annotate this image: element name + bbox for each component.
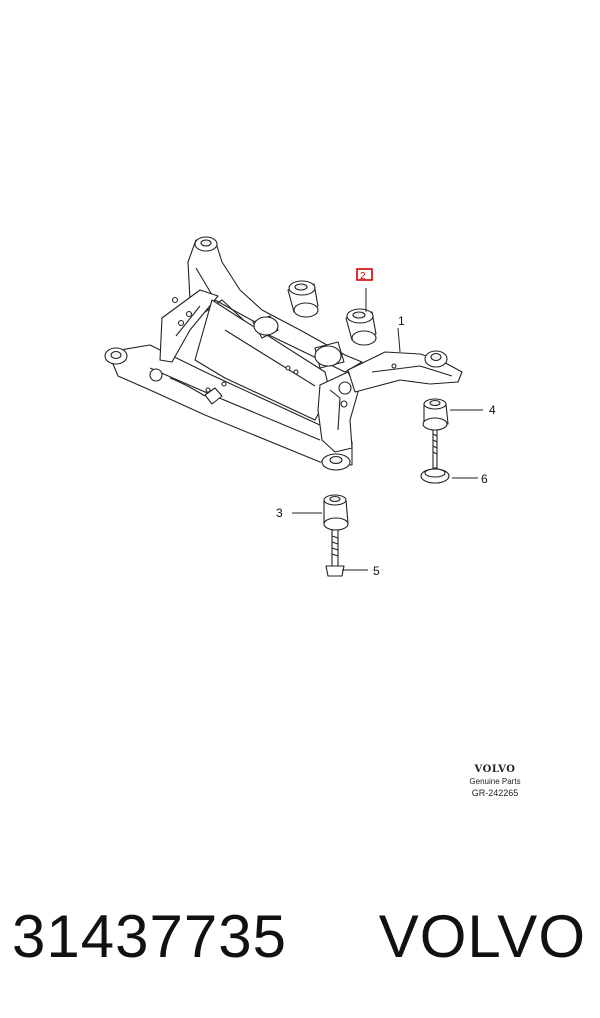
bolt-part-5 [325, 529, 345, 577]
bushing-part-4 [422, 398, 449, 431]
callout-2: 2 [360, 271, 366, 282]
callout-6: 6 [481, 472, 488, 486]
part-caption: 31437735 VOLVO [0, 892, 600, 982]
callout-4: 4 [489, 403, 496, 417]
part-number: 31437735 [12, 903, 287, 970]
bushing-part-2 [252, 280, 377, 369]
callout-5: 5 [373, 564, 380, 578]
subframe-exploded-diagram: 1 2 3 4 5 6 [104, 236, 496, 578]
callout-3: 3 [276, 506, 283, 520]
bushing-part-3 [323, 494, 349, 531]
leader-lines [292, 288, 483, 571]
diagram-reference: GR-242265 [471, 788, 519, 798]
highlight-box-part-2 [356, 268, 373, 281]
brand-name: VOLVO [378, 903, 586, 970]
volvo-logo-text: VOLVO [474, 764, 516, 775]
volvo-genuine-parts-badge: VOLVO Genuine Parts GR-242265 [440, 764, 550, 799]
bolt-part-6 [420, 429, 450, 484]
genuine-parts-label: Genuine Parts [469, 777, 521, 786]
subframe-drawing [104, 236, 463, 471]
callout-1: 1 [398, 314, 405, 328]
